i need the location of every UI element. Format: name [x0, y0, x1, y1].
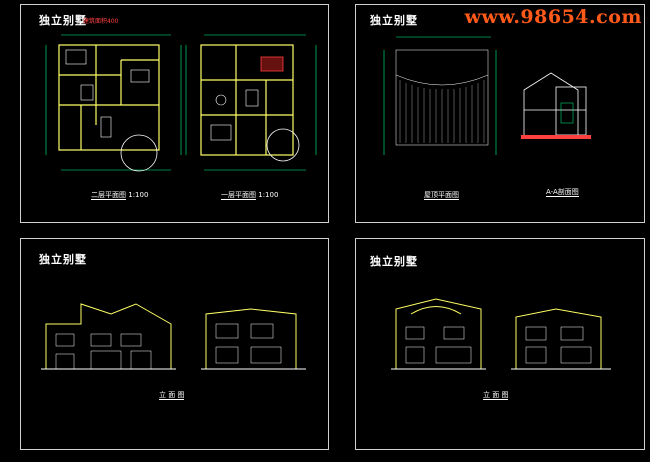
elevation-drawings-right [391, 298, 611, 370]
sheet-title: 独立别墅 [370, 14, 418, 27]
roof-and-section-drawings [383, 36, 591, 155]
elevation-drawings-left [41, 303, 306, 370]
drawing-sheet-elevations-1[interactable]: 独立别墅 立 面 图 [20, 238, 329, 450]
caption-second-floor-plan: 二层平面图 1:100 [91, 191, 149, 200]
drawing-sheet-roof-section[interactable]: 独立别墅 屋顶平面图 [355, 4, 645, 223]
sheet-title: 独立别墅 [39, 14, 87, 27]
sheet-subtitle: 建筑面积400 [83, 18, 119, 25]
sheet-title: 独立别墅 [370, 255, 418, 268]
drawing-sheet-floor-plans[interactable]: 独立别墅 建筑面积400 [20, 4, 329, 223]
caption-first-floor-plan: 一层平面图 1:100 [221, 191, 279, 200]
floor-plan-drawings [45, 34, 317, 172]
site-watermark: www.98654.com [464, 6, 642, 28]
drawing-sheet-elevations-2[interactable]: 独立别墅 立 面 图 [355, 238, 645, 450]
caption-roof-plan: 屋顶平面图 [424, 191, 459, 200]
caption-elevation: 立 面 图 [483, 391, 509, 400]
sheet-title: 独立别墅 [39, 253, 87, 266]
caption-elevation: 立 面 图 [159, 391, 185, 400]
caption-section: A-A剖面图 [546, 188, 579, 197]
